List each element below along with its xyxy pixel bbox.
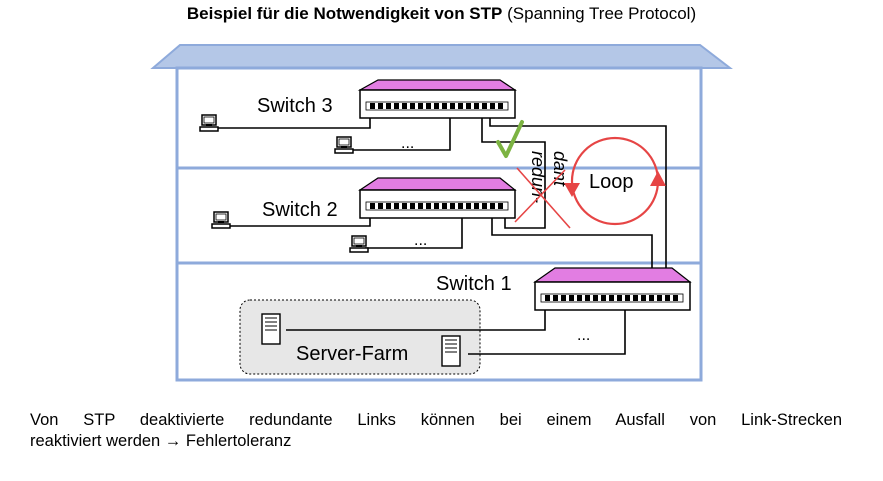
computer-icon [349,235,369,253]
switch-3 [357,79,517,119]
cables [218,118,667,355]
switch-2 [358,177,517,219]
server-icon [441,335,461,367]
caption-line-2: reaktiviert werden → Fehlertoleranz [30,432,292,450]
redundant-label-bottom: dant [550,151,570,187]
ellipsis: ... [577,327,590,344]
caption: Von STP deaktivierte redundante Links kö… [30,410,842,452]
title-bold: Beispiel für die Notwendigkeit von STP [186,4,503,23]
loop-arrow-up-icon [650,171,666,186]
switch-1-label: Switch 1 [436,273,512,295]
computer-icon [334,136,354,154]
server-icon [261,313,281,345]
computer-icon [199,114,219,132]
switch-1 [533,267,692,311]
cross-icon [514,167,571,229]
server-farm-label: Server-Farm [296,343,408,365]
redundant-label-top: redun- [528,151,548,203]
server-farm-box [239,299,481,375]
loop-label: Loop [589,171,634,193]
checkmark-icon [496,120,524,158]
ellipsis: ... [401,135,414,152]
caption-line-1: Von STP deaktivierte redundante Links kö… [30,411,842,429]
switch-3-label: Switch 3 [257,95,333,117]
building-roof [150,44,733,69]
title-normal: (Spanning Tree Protocol) [507,4,697,23]
computer-icon [211,211,231,229]
building-outline [175,66,703,382]
slide-title: Beispiel für die Notwendigkeit von STP (… [0,4,883,24]
loop-arrow-down-icon [564,183,580,197]
switch-2-label: Switch 2 [262,199,338,221]
ellipsis: ... [414,232,427,249]
